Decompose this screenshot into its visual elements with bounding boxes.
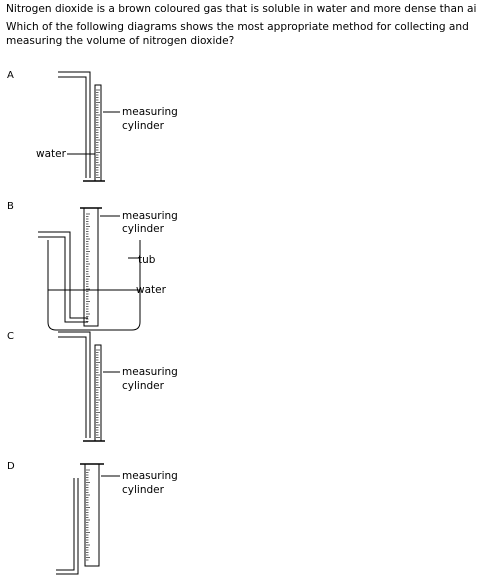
delivery-tube-c-inner [58,336,87,438]
question-line-2: Which of the following diagrams shows th… [6,21,469,33]
label-a-cylinder-1: measuring [122,106,178,118]
cylinder-c [94,344,102,442]
label-b-water: water [136,284,166,296]
cylinder-a [94,84,102,182]
label-b-cylinder-1: measuring [122,210,178,222]
delivery-tube-c [58,331,91,438]
diagram-b [38,207,141,331]
diagram-c [58,331,120,442]
label-b-tub: tub [138,254,156,266]
option-d-letter[interactable]: D [7,461,15,472]
label-c-cylinder-2: cylinder [122,380,164,392]
label-a-cylinder-2: cylinder [122,120,164,132]
diagram-a [58,71,120,182]
option-a-letter[interactable]: A [7,70,14,81]
graduations-a [96,89,100,178]
cylinder-d [84,463,100,567]
option-c-letter[interactable]: C [7,331,14,342]
tub-b [47,240,141,331]
delivery-tube-a-inner [58,76,87,178]
delivery-tube-a [58,71,91,178]
label-a-water: water [36,148,66,160]
graduations-d [86,469,90,561]
question-line-3: measuring the volume of nitrogen dioxide… [6,35,235,47]
cylinder-b [83,207,99,327]
delivery-tube-d [56,478,79,575]
option-b-letter[interactable]: B [7,201,14,212]
delivery-tube-b-inner [38,236,88,323]
delivery-tube-d-inner [56,478,75,571]
label-c-cylinder-1: measuring [122,366,178,378]
delivery-tube-b [38,231,88,319]
graduations-c [96,349,100,438]
label-b-cylinder-2: cylinder [122,223,164,235]
diagram-d [56,463,120,575]
label-d-cylinder-1: measuring [122,470,178,482]
label-d-cylinder-2: cylinder [122,484,164,496]
question-line-1: Nitrogen dioxide is a brown coloured gas… [6,3,477,15]
graduations-b [86,213,90,322]
